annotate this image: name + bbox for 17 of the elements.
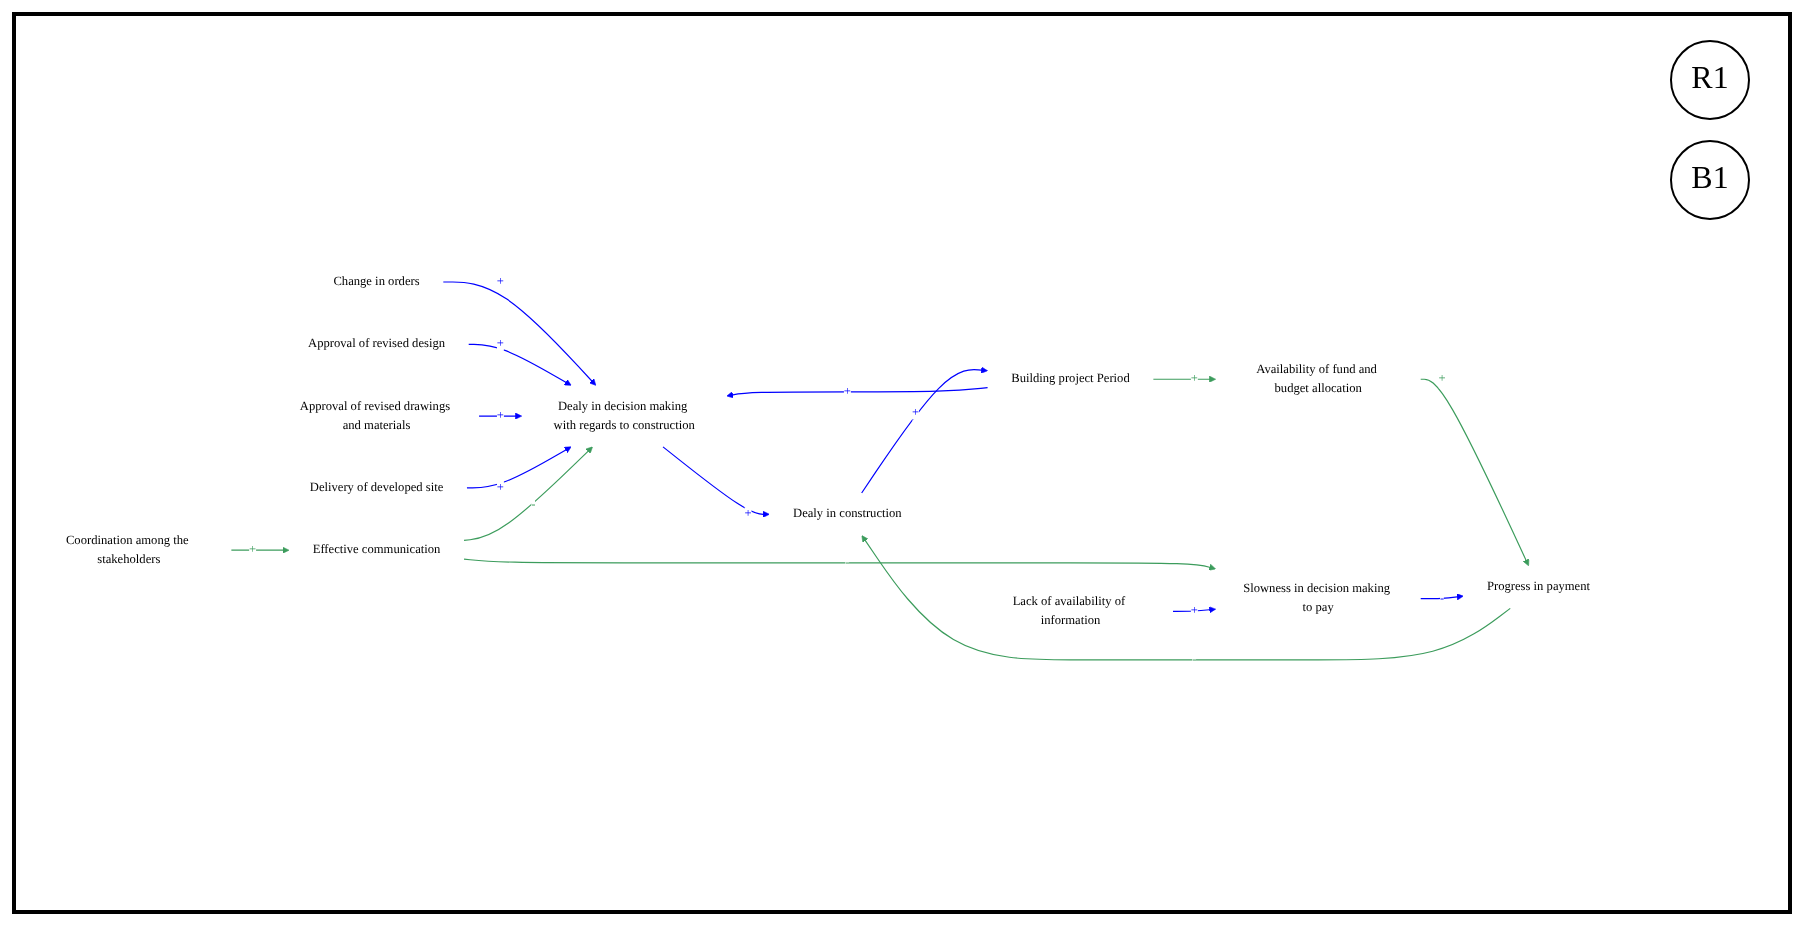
arrow: [442, 281, 597, 386]
loop-label: R1: [1670, 40, 1750, 120]
arrow: [662, 446, 770, 518]
arrow: [1172, 606, 1216, 614]
arrow: [468, 343, 572, 386]
arrow: [1420, 593, 1464, 601]
arrow: [466, 446, 572, 489]
arrow: [726, 387, 989, 399]
arrow: [861, 535, 1511, 661]
arrow: [1420, 378, 1530, 567]
arrow: [230, 546, 290, 554]
arrow: [861, 366, 988, 494]
arrow: [478, 412, 522, 420]
arrow: [463, 558, 1216, 571]
arrow: [1152, 375, 1216, 383]
arrow: [463, 446, 593, 541]
loop-label: B1: [1670, 140, 1750, 220]
